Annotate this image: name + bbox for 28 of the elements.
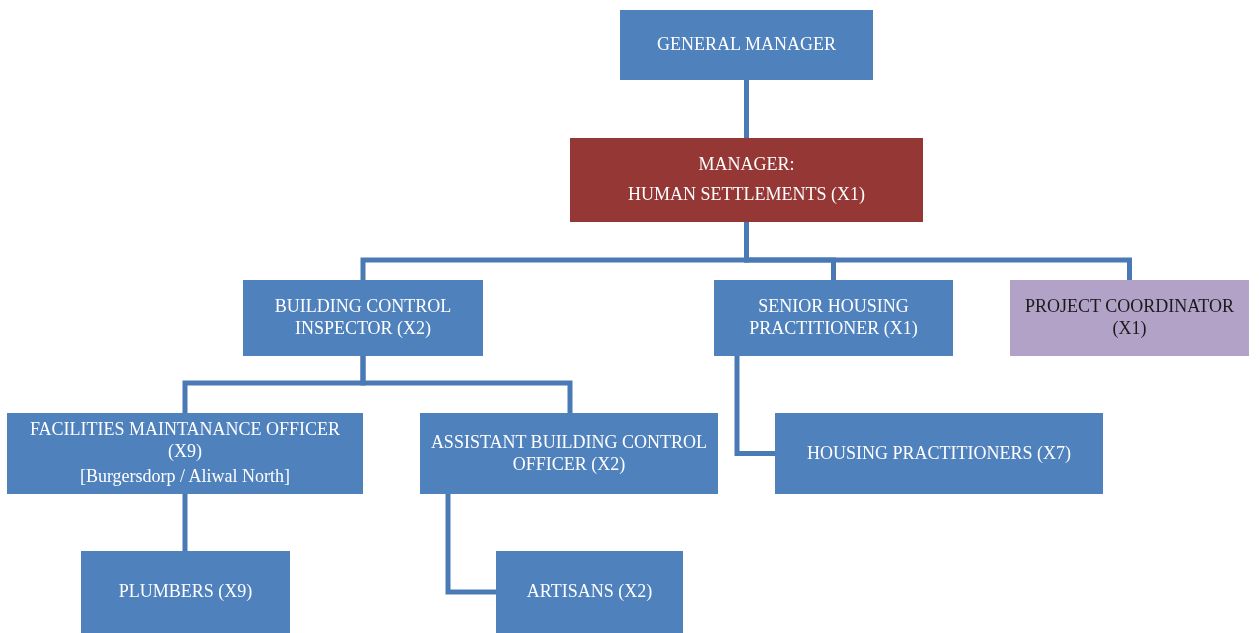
org-chart-box: [620, 10, 873, 80]
role-title: GENERAL MANAGER: [657, 34, 836, 56]
role-title: HOUSING PRACTITIONERS (X7): [807, 442, 1071, 465]
connector-line: [734, 356, 775, 456]
org-chart-box: [420, 413, 718, 494]
org-chart-box: [243, 280, 483, 356]
role-note: HUMAN SETTLEMENTS (X1): [628, 184, 865, 206]
role-title: PROJECT COORDINATOR (X1): [1024, 296, 1235, 340]
role-title: SENIOR HOUSING PRACTITIONER (X1): [748, 296, 919, 340]
org-chart-box: [775, 413, 1103, 494]
org-chart-box: [496, 551, 683, 633]
role-title: BUILDING CONTROL INSPECTOR (X2): [273, 296, 453, 340]
connector-line: [182, 494, 188, 551]
role-note: [Burgersdorp / Aliwal North]: [79, 466, 291, 488]
org-chart-box: [81, 551, 290, 633]
org-chart-box: [570, 138, 923, 222]
connector-line: [360, 356, 573, 413]
org-chart-box: [714, 280, 953, 356]
connector-line: [445, 494, 496, 595]
connector-line: [744, 80, 749, 138]
role-title: ARTISANS (X2): [526, 581, 653, 603]
role-title: PLUMBERS (X9): [118, 581, 253, 603]
org-chart-box: [7, 413, 363, 494]
org-chart-box: [1010, 280, 1249, 356]
role-title: MANAGER:: [698, 154, 795, 176]
role-title: ASSISTANT BUILDING CONTROL OFFICER (X2): [429, 431, 709, 476]
connector-line: [744, 222, 1132, 280]
role-title: FACILITIES MAINTANANCE OFFICER (X9): [28, 419, 342, 463]
